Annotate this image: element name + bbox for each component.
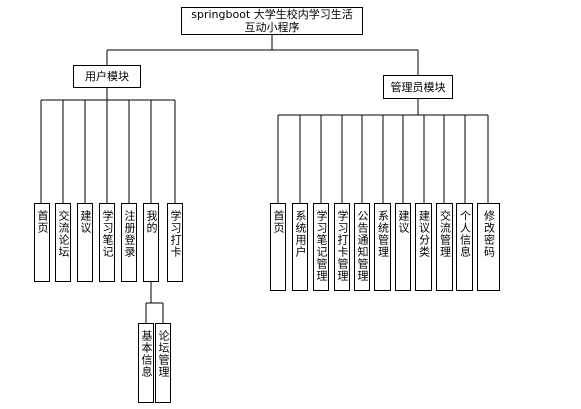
user-node-checkin-label: 学习打卡 bbox=[169, 210, 182, 258]
admin-node-checkin-manage-label: 学习打卡管理 bbox=[336, 210, 349, 282]
admin-node-sys-manage: 系统管理 bbox=[374, 203, 391, 291]
admin-node-forum-manage-label: 交流管理 bbox=[438, 210, 452, 258]
admin-node-notice-manage-label: 公告通知管理 bbox=[356, 210, 369, 282]
user-node-suggest: 建议 bbox=[77, 203, 93, 282]
user-node-register: 注册登录 bbox=[121, 203, 137, 282]
user-node-forum-label: 交流论坛 bbox=[57, 210, 70, 258]
admin-node-notice-manage: 公告通知管理 bbox=[354, 203, 370, 291]
user-module-node: 用户模块 bbox=[73, 65, 141, 88]
admin-node-sys-users: 系统用户 bbox=[292, 203, 308, 291]
admin-node-checkin-manage: 学习打卡管理 bbox=[334, 203, 350, 291]
user-node-mine-label: 我的 bbox=[145, 210, 158, 234]
user-node-mine: 我的 bbox=[143, 203, 159, 282]
admin-node-suggest-category: 建议分类 bbox=[415, 203, 432, 291]
admin-node-personal-info: 个人信息 bbox=[456, 203, 473, 291]
admin-node-suggest: 建议 bbox=[395, 203, 411, 291]
user-node-register-label: 注册登录 bbox=[123, 210, 136, 258]
user-module-label: 用户模块 bbox=[85, 70, 129, 83]
admin-module-label: 管理员模块 bbox=[390, 80, 446, 94]
admin-module-node: 管理员模块 bbox=[383, 75, 453, 99]
admin-node-sys-users-label: 系统用户 bbox=[294, 210, 307, 258]
user-node-suggest-label: 建议 bbox=[79, 210, 92, 234]
user-node-home-label: 首页 bbox=[36, 210, 49, 234]
mine-node-forum-manage: 论坛管理 bbox=[155, 323, 171, 403]
user-node-forum: 交流论坛 bbox=[55, 203, 71, 282]
user-node-notes-label: 学习笔记 bbox=[101, 210, 114, 258]
mine-node-basic: 基本信息 bbox=[138, 323, 154, 403]
admin-node-notes-manage: 学习笔记管理 bbox=[313, 203, 329, 291]
admin-node-home-label: 首页 bbox=[272, 210, 285, 234]
admin-node-forum-manage: 交流管理 bbox=[436, 203, 453, 291]
user-node-notes: 学习笔记 bbox=[99, 203, 115, 282]
root-node: springboot 大学生校内学习生活互动小程序 bbox=[181, 7, 363, 35]
root-label: springboot 大学生校内学习生活互动小程序 bbox=[191, 8, 353, 34]
admin-node-suggest-category-label: 建议分类 bbox=[417, 210, 431, 258]
admin-node-personal-info-label: 个人信息 bbox=[458, 210, 472, 258]
user-node-checkin: 学习打卡 bbox=[167, 203, 183, 282]
user-node-home: 首页 bbox=[34, 203, 50, 282]
mine-node-forum-manage-label: 论坛管理 bbox=[157, 330, 170, 378]
admin-node-sys-manage-label: 系统管理 bbox=[376, 210, 390, 258]
admin-node-notes-manage-label: 学习笔记管理 bbox=[315, 210, 328, 282]
admin-node-change-password: 修改密码 bbox=[477, 203, 500, 291]
admin-node-home: 首页 bbox=[270, 203, 286, 291]
admin-node-change-password-label: 修改密码 bbox=[482, 210, 496, 258]
mine-node-basic-label: 基本信息 bbox=[140, 330, 153, 378]
admin-node-suggest-label: 建议 bbox=[397, 210, 410, 234]
